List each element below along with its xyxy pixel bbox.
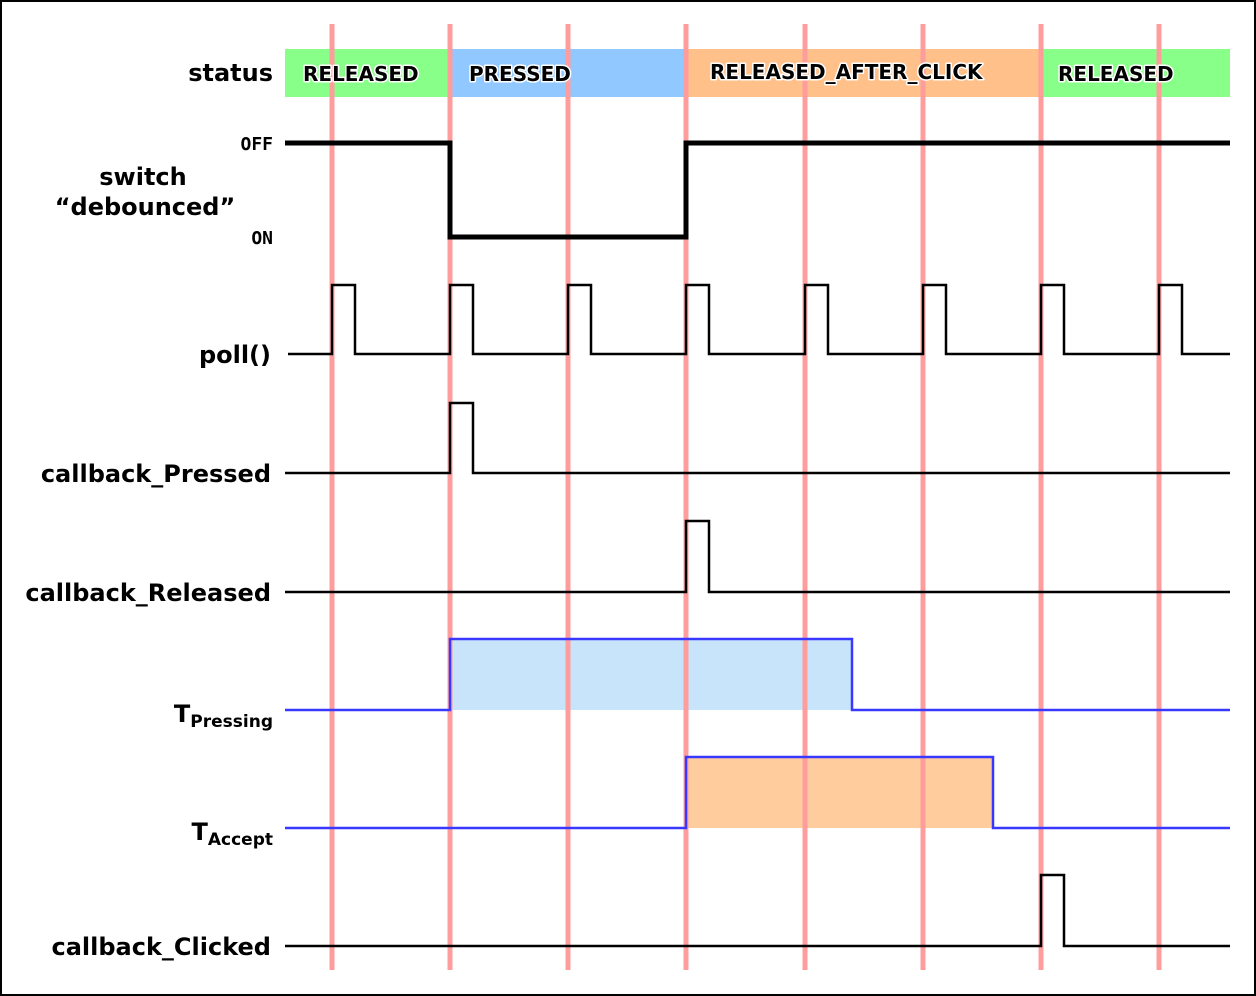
t-pressing-fill [450, 639, 852, 710]
label-t-accept-sub: Accept [208, 830, 273, 850]
poll-waveform [288, 283, 1230, 356]
label-status: status [188, 59, 273, 87]
label-t-pressing-sub: Pressing [190, 712, 273, 732]
status-segment-released [285, 49, 450, 97]
label-callback-released: callback_Released [25, 579, 271, 607]
status-label-released-final: RELEASED [1058, 62, 1174, 86]
t-accept-waveform [285, 755, 1230, 830]
label-debounced: “debounced” [55, 193, 236, 221]
label-t-accept-main: T [191, 818, 208, 846]
label-t-pressing: TPressing [174, 700, 273, 732]
label-t-accept: TAccept [191, 818, 273, 850]
status-bar [285, 49, 1230, 97]
status-label-pressed: PRESSED [469, 62, 571, 86]
label-callback-pressed: callback_Pressed [41, 460, 271, 488]
label-switch: switch [99, 163, 186, 191]
label-t-pressing-main: T [174, 700, 191, 728]
label-off: OFF [240, 134, 273, 155]
label-on: ON [251, 228, 273, 249]
callback-clicked-waveform [285, 873, 1230, 948]
label-callback-clicked: callback_Clicked [51, 933, 271, 961]
status-segment-released-final [1041, 49, 1230, 97]
callback-released-waveform [285, 519, 1230, 594]
label-poll: poll() [199, 341, 271, 369]
status-segment-released-after-click [686, 49, 1041, 97]
t-pressing-waveform [285, 637, 1230, 712]
t-accept-fill [686, 757, 993, 828]
status-label-released-after-click: RELEASED_AFTER_CLICK [710, 60, 984, 84]
callback-pressed-waveform [285, 401, 1230, 475]
status-label-released: RELEASED [303, 62, 419, 86]
switch-debounced-waveform [285, 140, 1230, 240]
